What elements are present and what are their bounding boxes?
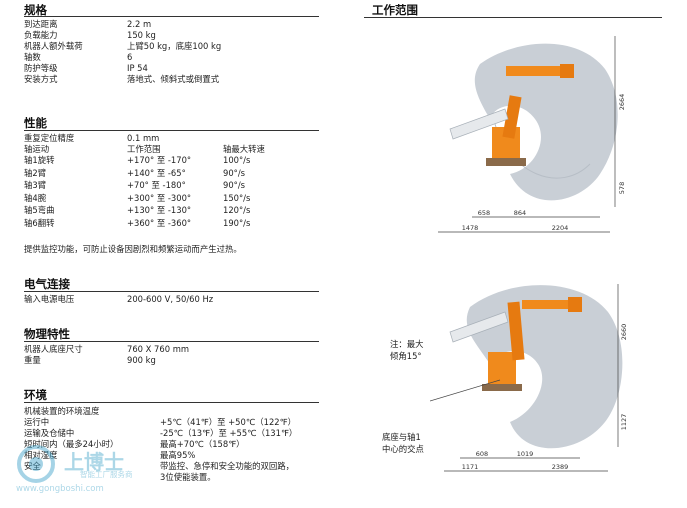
tilt-note-line2: 倾角15° bbox=[390, 351, 422, 361]
dim-bottom-inner-b1: 608 bbox=[476, 450, 488, 458]
row-value: 最高+70℃（158℉） bbox=[160, 439, 245, 449]
row-value: 带监控、急停和安全功能的双回路， bbox=[160, 461, 294, 471]
robot-ghost-arm bbox=[449, 108, 509, 140]
row-label: 运输及仓储中 bbox=[24, 428, 75, 438]
axis-speed: 190°/s bbox=[223, 217, 251, 228]
dim-bottom-inner-2: 864 bbox=[514, 209, 526, 217]
work-range-diagram-bottom: 2660 1127 180 608 1019 1171 2389 bbox=[430, 284, 628, 472]
dim-right-1: 2664 bbox=[618, 94, 626, 111]
axis-speed: 100°/s bbox=[223, 155, 251, 165]
repeatability-label: 重复定位精度 bbox=[24, 133, 75, 143]
dim-bottom-outer-1: 1478 bbox=[462, 224, 479, 232]
watermark-logo-icon bbox=[17, 445, 55, 483]
robot-arm-top bbox=[486, 64, 574, 166]
axes-header-speed: 轴最大转速 bbox=[223, 144, 265, 154]
axis-speed: 90°/s bbox=[223, 180, 246, 190]
axis-range: +70° 至 -180° bbox=[127, 180, 186, 190]
row-label: 重量 bbox=[24, 355, 41, 365]
row-value: 900 kg bbox=[127, 355, 156, 365]
axis-range: +300° 至 -300° bbox=[127, 192, 192, 203]
axis-label: 轴1旋转 bbox=[24, 155, 55, 165]
row-label: 短时间内（最多24小时） bbox=[24, 439, 119, 449]
axis-speed: 90°/s bbox=[223, 167, 246, 178]
row-label: 相对湿度 bbox=[24, 450, 58, 460]
performance-note: 提供监控功能，可防止设备因剧烈和频繁运动而产生过热。 bbox=[24, 244, 242, 254]
environment-title: 环境 bbox=[24, 388, 47, 402]
work-range-diagram-top: 2664 578 658 864 1478 2204 bbox=[438, 36, 626, 233]
robot-ghost-arm-bottom bbox=[449, 311, 509, 343]
watermark-sub: 智能工厂服务商 bbox=[80, 470, 133, 479]
specs-title: 规格 bbox=[24, 3, 47, 17]
axis-range: +170° 至 -170° bbox=[127, 155, 192, 165]
range-envelope bbox=[474, 43, 618, 201]
dim-bottom-outer-2: 2204 bbox=[552, 224, 569, 232]
performance-title: 性能 bbox=[24, 116, 47, 130]
row-value: 760 X 760 mm bbox=[127, 344, 190, 354]
row-label: 机器人额外载荷 bbox=[24, 41, 83, 51]
row-value: 最高95% bbox=[160, 450, 196, 460]
axes-header-range: 工作范围 bbox=[127, 144, 161, 154]
row-label: 输入电源电压 bbox=[24, 294, 75, 304]
axis-range: +140° 至 -65° bbox=[127, 167, 186, 178]
axis-label: 轴2臂 bbox=[24, 167, 47, 178]
row-value: 2.2 m bbox=[127, 19, 152, 29]
dim-right-2: 578 bbox=[618, 182, 626, 194]
row-label: 安装方式 bbox=[24, 74, 58, 84]
dim-bottom-inner-b2: 1019 bbox=[517, 450, 534, 458]
row-value: IP 54 bbox=[127, 63, 148, 73]
axis-range: +360° 至 -360° bbox=[127, 217, 192, 228]
watermark-url: www.gongboshi.com bbox=[16, 484, 104, 494]
row-label: 机器人底座尺寸 bbox=[24, 344, 83, 354]
repeatability-value: 0.1 mm bbox=[127, 133, 160, 143]
axis-range: +130° 至 -130° bbox=[127, 205, 192, 215]
axis-label: 轴5弯曲 bbox=[24, 205, 55, 215]
range-envelope-bottom bbox=[466, 285, 623, 449]
row-label: 防护等级 bbox=[24, 63, 58, 73]
row-value: 6 bbox=[127, 52, 133, 62]
axes-header-label: 轴运动 bbox=[24, 144, 50, 154]
electrical-title: 电气连接 bbox=[24, 277, 70, 291]
base-note-line1: 底座与轴1 bbox=[382, 432, 421, 442]
environment-rule bbox=[24, 402, 319, 403]
specs-rule bbox=[24, 16, 319, 17]
base-note-line2: 中心的交点 bbox=[382, 444, 424, 454]
dim-right-b2: 1127 bbox=[620, 414, 628, 431]
dim-bottom-outer-b2: 2389 bbox=[552, 463, 569, 471]
work-range-title: 工作范围 bbox=[372, 3, 418, 17]
row-value: -25℃（13℉）至 +55℃（131℉） bbox=[160, 428, 298, 438]
row-value: 3位使能装置。 bbox=[160, 472, 216, 482]
row-value: 150 kg bbox=[127, 30, 156, 40]
axis-label: 轴3臂 bbox=[24, 180, 47, 190]
row-value: 200-600 V, 50/60 Hz bbox=[127, 294, 214, 304]
row-label: 安全 bbox=[24, 461, 41, 472]
row-value: 上臂50 kg，底座100 kg bbox=[127, 41, 222, 51]
axis-label: 轴4腕 bbox=[24, 192, 47, 203]
electrical-rule bbox=[24, 291, 319, 292]
performance-rule bbox=[24, 130, 319, 131]
work-range-rule bbox=[364, 17, 662, 18]
row-label: 到达距离 bbox=[24, 19, 58, 29]
dim-right-b1: 2660 bbox=[620, 324, 628, 341]
row-label: 负载能力 bbox=[24, 30, 58, 40]
dim-bottom-outer-b1: 1171 bbox=[462, 463, 479, 471]
row-label: 轴数 bbox=[24, 52, 41, 62]
row-value: 落地式、倾斜式或倒置式 bbox=[127, 74, 220, 84]
watermark: 上博士 智能工厂服务商 www.gongboshi.com bbox=[14, 440, 164, 500]
axis-label: 轴6翻转 bbox=[24, 217, 55, 228]
row-label: 运行中 bbox=[24, 417, 50, 427]
dim-bottom-inner-1: 658 bbox=[478, 209, 490, 217]
physical-rule bbox=[24, 341, 319, 342]
axis-speed: 120°/s bbox=[223, 205, 251, 215]
robot-arm-bottom bbox=[482, 297, 582, 391]
tilt-note-line1: 注：最大 bbox=[390, 339, 424, 349]
axis-speed: 150°/s bbox=[223, 192, 251, 203]
physical-title: 物理特性 bbox=[24, 327, 70, 341]
row-value: +5℃（41℉）至 +50℃（122℉） bbox=[160, 417, 296, 427]
watermark-brand: 上博士 bbox=[64, 450, 124, 474]
environment-header: 机械装置的环境温度 bbox=[24, 406, 100, 416]
